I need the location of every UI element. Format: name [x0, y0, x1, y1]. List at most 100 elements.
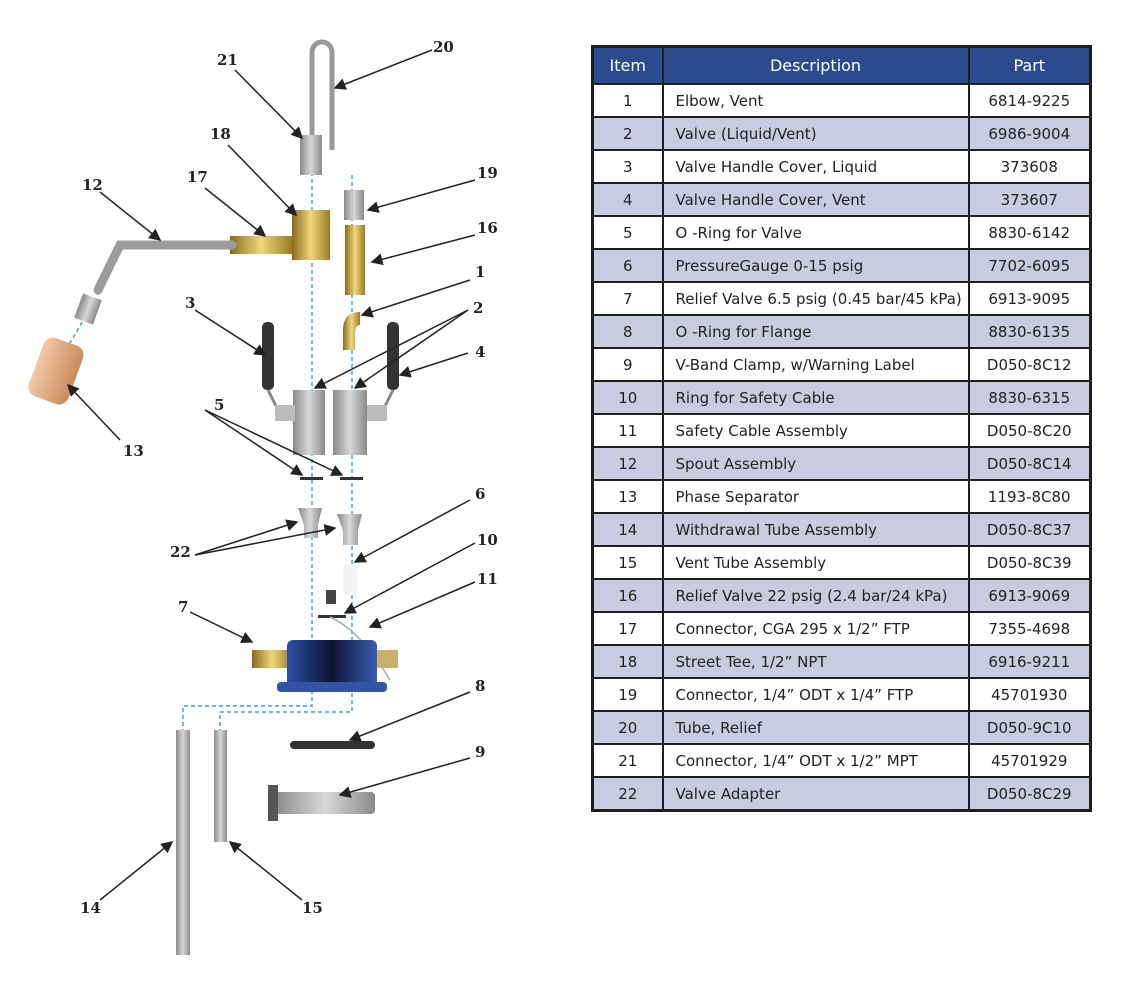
o-ring-5a: [300, 477, 323, 480]
relief-valve-7: [252, 650, 292, 668]
callout-22: 22: [170, 543, 191, 561]
cell-part: D050-8C12: [967, 347, 1092, 382]
cell-part: D050-8C20: [967, 413, 1092, 448]
elbow-1: [343, 312, 360, 350]
callout-arrows: [66, 49, 476, 901]
cell-part: D050-8C29: [967, 776, 1092, 812]
cell-description: O -Ring for Flange: [661, 314, 970, 349]
o-ring-flange-8: [290, 741, 375, 749]
handle-4: [387, 322, 399, 390]
cell-item: 14: [591, 512, 664, 547]
cell-part: D050-8C37: [967, 512, 1092, 547]
cell-item: 1: [591, 83, 664, 118]
cell-description: Safety Cable Assembly: [661, 413, 970, 448]
cell-description: Relief Valve 6.5 psig (0.45 bar/45 kPa): [661, 281, 970, 316]
cell-item: 21: [591, 743, 664, 778]
callout-17: 17: [187, 168, 208, 186]
cell-description: Spout Assembly: [661, 446, 970, 481]
callout-9: 9: [475, 743, 485, 761]
cell-item: 7: [591, 281, 664, 316]
cell-item: 17: [591, 611, 664, 646]
cell-item: 11: [591, 413, 664, 448]
cell-description: Elbow, Vent: [661, 83, 970, 118]
callout-19: 19: [477, 164, 498, 182]
cell-item: 8: [591, 314, 664, 349]
cell-item: 3: [591, 149, 664, 184]
cell-item: 16: [591, 578, 664, 613]
cell-part: 373607: [967, 182, 1092, 217]
valve-liquid-2: [293, 390, 325, 455]
vent-tube-15: [214, 730, 227, 842]
cell-part: 6916-9211: [967, 644, 1092, 679]
v-band-clamp-9: [275, 792, 375, 814]
callout-10: 10: [477, 531, 498, 549]
handle-3: [262, 322, 274, 390]
header-description: Description: [661, 46, 970, 85]
callout-5: 5: [214, 396, 224, 414]
callout-21: 21: [217, 51, 238, 69]
callout-1: 1: [475, 263, 485, 281]
cell-description: V-Band Clamp, w/Warning Label: [661, 347, 970, 382]
cell-description: Connector, 1/4” ODT x 1/4” FTP: [661, 677, 970, 712]
street-tee-18: [292, 210, 330, 260]
safety-cable-11: [329, 616, 391, 681]
cell-part: 45701930: [967, 677, 1092, 712]
valve-adapter-22b: [337, 514, 362, 545]
callout-4: 4: [475, 343, 485, 361]
phase-separator-13: [28, 337, 84, 405]
pressure-gauge-6: [343, 565, 357, 595]
cell-part: 6986-9004: [967, 116, 1092, 151]
cell-description: PressureGauge 0-15 psig: [661, 248, 970, 283]
cell-part: 8830-6142: [967, 215, 1092, 250]
cell-description: Ring for Safety Cable: [661, 380, 970, 415]
cell-part: 8830-6315: [967, 380, 1092, 415]
cell-part: 7355-4698: [967, 611, 1092, 646]
callout-16: 16: [477, 219, 498, 237]
callout-13: 13: [123, 442, 144, 460]
callout-15: 15: [302, 899, 323, 917]
cell-item: 18: [591, 644, 664, 679]
cell-description: Street Tee, 1/2” NPT: [661, 644, 970, 679]
cell-item: 12: [591, 446, 664, 481]
callout-2: 2: [473, 299, 483, 317]
cell-part: 8830-6135: [967, 314, 1092, 349]
cell-description: Valve Handle Cover, Vent: [661, 182, 970, 217]
cell-item: 2: [591, 116, 664, 151]
cell-part: 6913-9069: [967, 578, 1092, 613]
connector-17: [230, 236, 292, 254]
cell-part: D050-8C39: [967, 545, 1092, 580]
cell-description: Phase Separator: [661, 479, 970, 514]
cell-part: 1193-8C80: [967, 479, 1092, 514]
callout-18: 18: [210, 125, 231, 143]
ring-10-part: [326, 590, 336, 604]
cell-description: Valve Handle Cover, Liquid: [661, 149, 970, 184]
cell-part: 7702-6095: [967, 248, 1092, 283]
cell-item: 4: [591, 182, 664, 217]
cell-part: 6814-9225: [967, 83, 1092, 118]
header-part: Part: [967, 46, 1092, 85]
cell-item: 10: [591, 380, 664, 415]
cell-part: D050-9C10: [967, 710, 1092, 745]
flange-body: [287, 640, 377, 688]
cell-description: Connector, 1/4” ODT x 1/2” MPT: [661, 743, 970, 778]
o-ring-5b: [340, 477, 363, 480]
cell-item: 22: [591, 776, 664, 812]
callout-20: 20: [433, 38, 454, 56]
cell-item: 5: [591, 215, 664, 250]
